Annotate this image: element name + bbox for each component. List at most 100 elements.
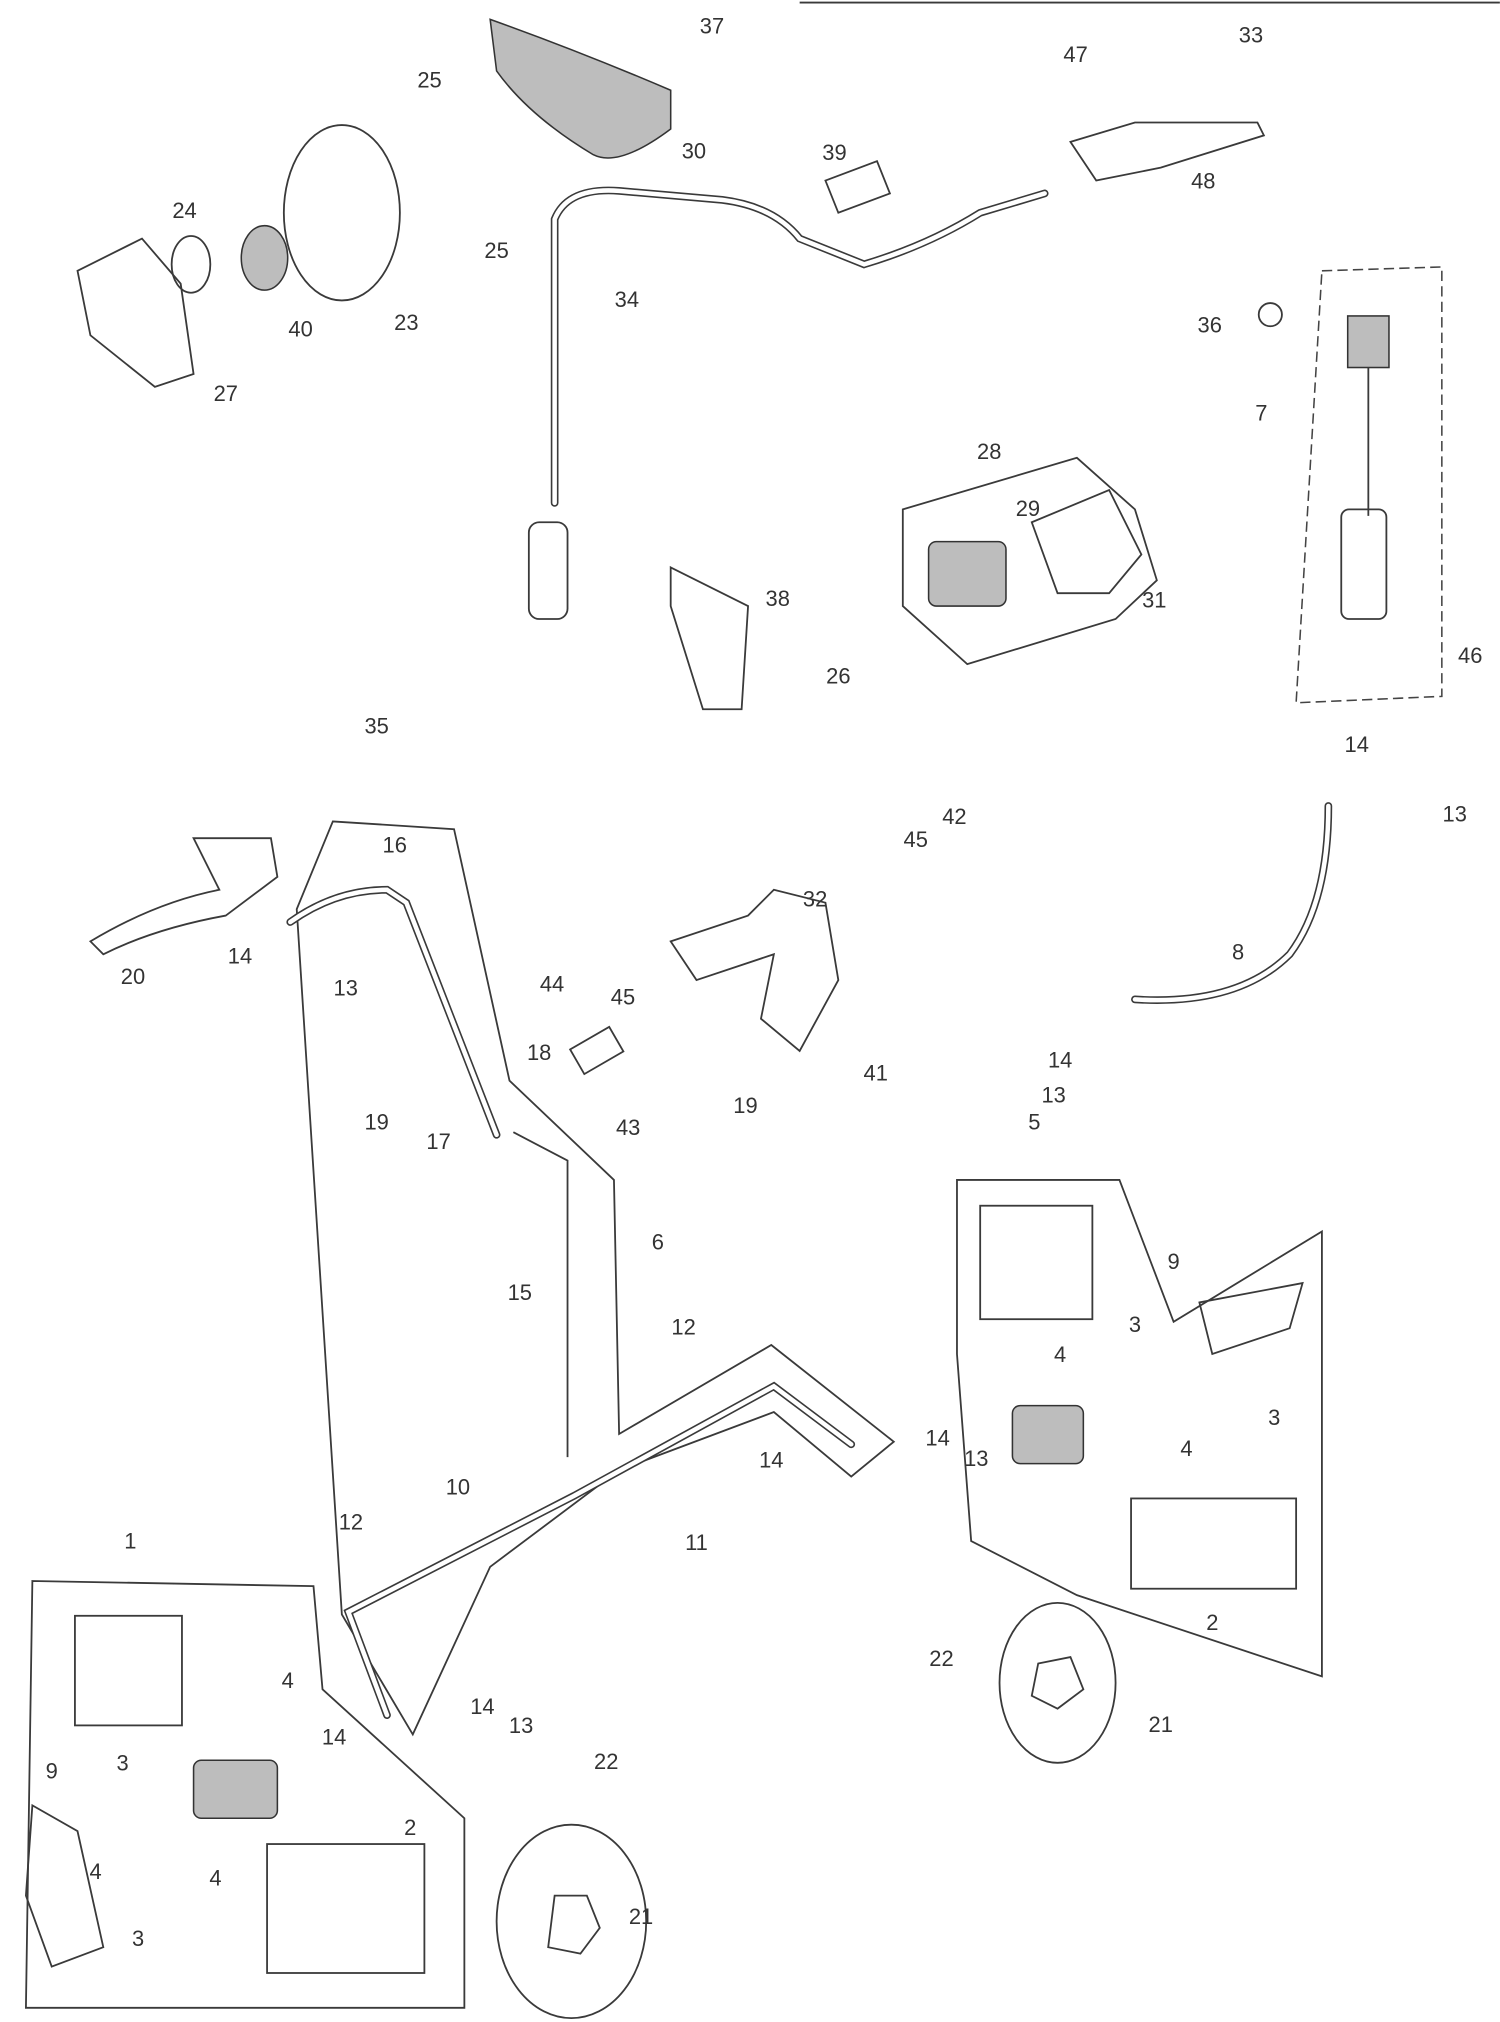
caliper-28 (927, 540, 1007, 607)
part-label-4: 4 (209, 1865, 221, 1890)
part-label-14: 14 (925, 1426, 949, 1451)
brake-pipe-15 (512, 1131, 569, 1458)
part-label-18: 18 (527, 1040, 551, 1065)
part-label-7: 7 (1255, 400, 1267, 425)
part-label-2: 2 (1206, 1610, 1218, 1635)
part-label-36: 36 (1198, 313, 1222, 338)
part-label-31: 31 (1142, 587, 1166, 612)
part-label-3: 3 (132, 1926, 144, 1951)
part-label-3: 3 (1268, 1405, 1280, 1430)
master-cylinder-body-7 (1340, 508, 1388, 620)
part-label-43: 43 (616, 1115, 640, 1140)
part-label-9: 9 (1168, 1249, 1180, 1274)
part-label-25: 25 (484, 238, 508, 263)
part-label-45: 45 (904, 827, 928, 852)
part-label-12: 12 (339, 1509, 363, 1534)
part-label-29: 29 (1016, 496, 1040, 521)
part-label-19: 19 (733, 1093, 757, 1118)
part-label-11: 11 (685, 1530, 708, 1555)
part-label-25: 25 (417, 68, 441, 93)
part-label-17: 17 (426, 1129, 450, 1154)
brake-disc-21-right (998, 1601, 1117, 1764)
part-label-9: 9 (46, 1758, 58, 1783)
part-label-33: 33 (1239, 23, 1263, 48)
part-label-21: 21 (1149, 1712, 1173, 1737)
bracket-27 (76, 237, 195, 388)
part-label-13: 13 (1443, 801, 1467, 826)
callout-box-caliper-5 (979, 1204, 1094, 1321)
brake-disc-cover (489, 18, 672, 159)
part-label-40: 40 (288, 317, 312, 342)
part-label-3: 3 (117, 1751, 129, 1776)
part-label-37: 37 (700, 14, 724, 39)
brake-disc-21-left-hub (547, 1894, 601, 1955)
brake-pipe-10 (343, 1381, 856, 1719)
callout-box-29 (1030, 488, 1143, 595)
part-label-13: 13 (509, 1713, 533, 1738)
part-label-10: 10 (446, 1475, 470, 1500)
part-label-47: 47 (1063, 42, 1087, 67)
part-label-20: 20 (121, 964, 145, 989)
part-label-38: 38 (766, 586, 790, 611)
hub-40 (240, 224, 289, 291)
caliper-1 (192, 1759, 279, 1820)
part-label-4: 4 (1180, 1436, 1192, 1461)
brake-disc-21-left (495, 1823, 648, 2020)
o-ring-24 (170, 235, 212, 294)
bracket-38 (669, 565, 750, 711)
part-label-22: 22 (594, 1749, 618, 1774)
nut-36 (1257, 302, 1283, 328)
part-label-35: 35 (364, 714, 388, 739)
part-label-12: 12 (671, 1315, 695, 1340)
part-label-13: 13 (1041, 1083, 1065, 1108)
callout-box-1 (25, 1580, 466, 2009)
part-label-24: 24 (172, 198, 196, 223)
brake-hose-16-inner (288, 887, 499, 1138)
bracket-1 (25, 1803, 105, 1968)
caliper-5 (1011, 1404, 1085, 1465)
master-cylinder-7 (1346, 315, 1390, 369)
part-label-22: 22 (929, 1646, 953, 1671)
callout-box-caliper-1 (74, 1614, 183, 1727)
cable-loop (527, 521, 569, 620)
brake-pipe-10-inner (345, 1383, 854, 1718)
brake-disc-23 (282, 124, 401, 302)
part-label-28: 28 (977, 439, 1001, 464)
part-label-4: 4 (89, 1859, 101, 1884)
parts (25, 18, 1390, 2020)
brake-disc-21-right-hub (1030, 1656, 1085, 1710)
part-label-45: 45 (611, 985, 635, 1010)
callout-box-7 (1295, 266, 1443, 704)
part-label-3: 3 (1129, 1312, 1141, 1337)
part-label-14: 14 (759, 1447, 783, 1472)
part-label-42: 42 (942, 804, 966, 829)
brake-hose-8-inner (1132, 803, 1331, 1003)
part-label-14: 14 (470, 1694, 494, 1719)
part-label-19: 19 (364, 1110, 388, 1135)
lever-48 (1069, 121, 1266, 182)
part-label-15: 15 (508, 1280, 532, 1305)
part-label-23: 23 (394, 310, 418, 335)
part-label-48: 48 (1191, 168, 1215, 193)
part-label-13: 13 (334, 976, 358, 1001)
part-label-27: 27 (214, 381, 238, 406)
part-label-5: 5 (1028, 1110, 1040, 1135)
clip-39 (824, 160, 892, 214)
callout-box-28 (901, 456, 1158, 666)
callout-box-6 (295, 820, 896, 1737)
part-label-8: 8 (1232, 939, 1244, 964)
lever-20 (88, 837, 279, 956)
part-label-44: 44 (540, 972, 564, 997)
part-label-13: 13 (964, 1446, 988, 1471)
brake-hose-16 (286, 885, 501, 1139)
pivot-bolt-43 (568, 1025, 625, 1076)
part-label-6: 6 (652, 1230, 664, 1255)
part-label-14: 14 (1048, 1048, 1072, 1073)
part-label-2: 2 (404, 1815, 416, 1840)
part-label-4: 4 (282, 1668, 294, 1693)
part-label-4: 4 (1054, 1342, 1066, 1367)
brake-cable-34-inner (552, 188, 1047, 506)
part-label-14: 14 (228, 943, 252, 968)
